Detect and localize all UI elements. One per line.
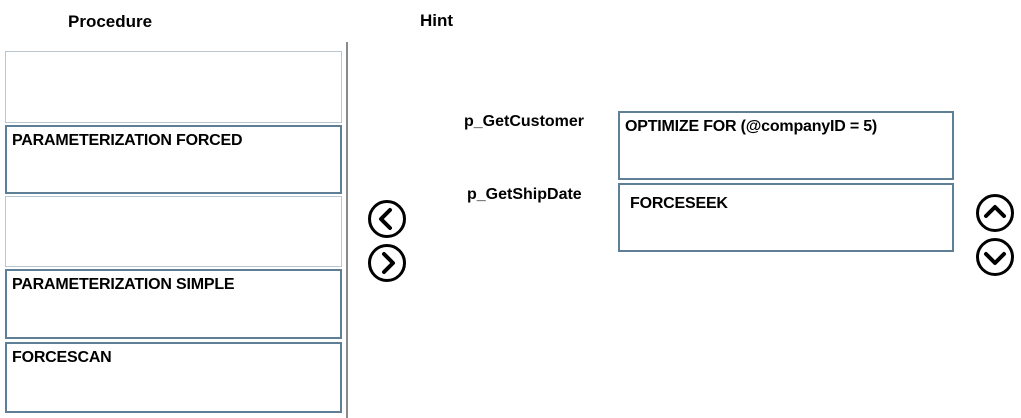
move-down-button[interactable] xyxy=(975,237,1015,277)
procedure-column-header: Procedure xyxy=(68,12,153,31)
chevron-down-circle-icon xyxy=(976,238,1014,276)
answer-option-parameterization-simple[interactable]: PARAMETERIZATION SIMPLE xyxy=(5,269,342,339)
move-up-button[interactable] xyxy=(975,193,1015,233)
chevron-left-circle-icon xyxy=(368,200,406,238)
answer-option-forcescan[interactable]: FORCESCAN xyxy=(5,342,342,413)
answer-option-parameterization-forced[interactable]: PARAMETERIZATION FORCED xyxy=(5,125,342,194)
move-right-button[interactable] xyxy=(367,243,407,283)
move-left-button[interactable] xyxy=(367,199,407,239)
chevron-right-circle-icon xyxy=(368,244,406,282)
chevron-up-circle-icon xyxy=(976,194,1014,232)
hint-column-header: Hint xyxy=(420,11,454,30)
procedure-label-p-getshipdate: p_GetShipDate xyxy=(467,186,582,203)
hint-target-p-getshipdate[interactable]: FORCESEEK xyxy=(618,183,954,252)
answer-option-slot-empty[interactable] xyxy=(5,196,342,267)
hint-target-p-getcustomer[interactable]: OPTIMIZE FOR (@companyID = 5) xyxy=(618,111,954,180)
column-divider xyxy=(346,42,348,418)
procedure-label-p-getcustomer: p_GetCustomer xyxy=(464,113,585,130)
answer-option-slot-empty[interactable] xyxy=(5,51,342,123)
